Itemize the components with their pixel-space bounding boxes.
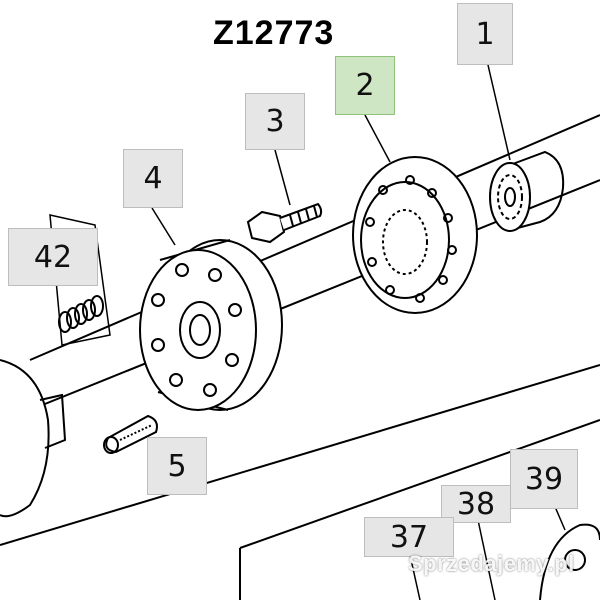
leader-37 <box>409 554 421 600</box>
bottom-right-gear <box>539 523 600 600</box>
leader-38 <box>477 519 496 600</box>
part-3-bolt <box>246 202 323 244</box>
callout-4: 4 <box>123 149 183 208</box>
part-1-spline-hub <box>489 150 565 232</box>
leader-4 <box>151 207 176 246</box>
part-42-spring <box>49 214 111 346</box>
leader-3 <box>274 149 291 206</box>
part-4-coupling-hub <box>139 239 283 411</box>
leader-2 <box>364 114 391 163</box>
callout-1: 1 <box>457 3 513 65</box>
assembly-axis-bottom <box>0 364 600 546</box>
part-number-title: Z12773 <box>213 14 335 52</box>
callout-38: 38 <box>441 485 511 523</box>
callout-3: 3 <box>245 93 305 150</box>
part-5-pin <box>103 414 158 454</box>
watermark: Sprzedajemy.pl <box>408 551 575 576</box>
part-2-disc <box>352 156 478 314</box>
left-housing <box>0 359 67 518</box>
assembly-axis-upper <box>29 114 600 361</box>
callout-42: 42 <box>8 228 98 286</box>
callout-5: 5 <box>147 437 207 495</box>
callout-39: 39 <box>510 449 578 509</box>
callout-37: 37 <box>364 517 454 557</box>
callout-2-highlighted: 2 <box>335 56 395 115</box>
leader-1 <box>487 64 511 161</box>
frame-edge-line <box>239 419 600 549</box>
